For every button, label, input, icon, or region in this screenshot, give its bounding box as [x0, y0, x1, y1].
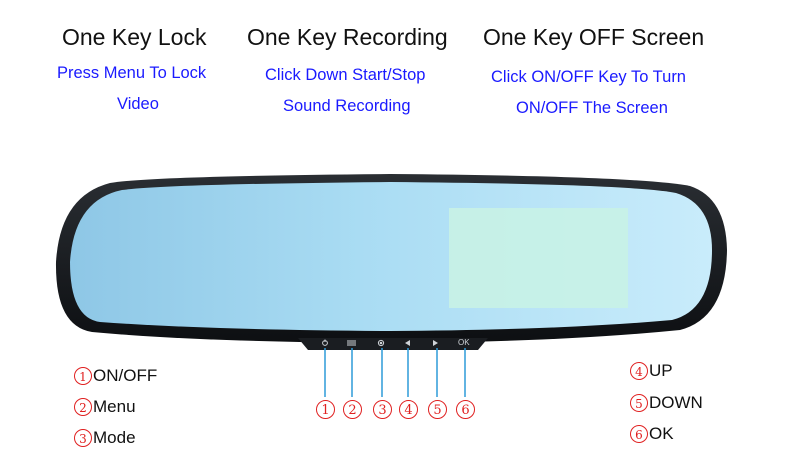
legend-item-up: 4 UP [630, 361, 673, 381]
feature-desc-lock-2: Video [117, 95, 159, 113]
legend-item-menu: 2 Menu [74, 397, 136, 417]
ok-icon: OK [458, 338, 470, 347]
legend-label: DOWN [649, 393, 703, 412]
feature-desc-off-screen-1: Click ON/OFF Key To Turn [491, 68, 686, 86]
feature-desc-lock-1: Press Menu To Lock [57, 64, 207, 82]
feature-title-lock: One Key Lock [62, 24, 207, 50]
legend-label: ON/OFF [93, 366, 158, 385]
legend-num: 3 [74, 429, 92, 447]
power-icon [322, 339, 328, 346]
mode-icon [377, 339, 385, 347]
legend-label: OK [649, 424, 674, 443]
legend-num: 5 [630, 394, 648, 412]
legend-item-mode: 3 Mode [74, 428, 136, 448]
legend-num: 2 [74, 398, 92, 416]
legend-num: 6 [630, 425, 648, 443]
feature-title-recording: One Key Recording [247, 24, 448, 50]
display-screen [449, 208, 628, 308]
feature-desc-recording-2: Sound Recording [283, 97, 411, 115]
feature-desc-off-screen-2: ON/OFF The Screen [516, 99, 668, 117]
down-arrow-icon [433, 340, 438, 346]
callout-4: 4 [399, 400, 418, 419]
callout-2: 2 [343, 400, 362, 419]
legend-label: Mode [93, 428, 136, 447]
legend-item-down: 5 DOWN [630, 393, 703, 413]
legend-item-ok: 6 OK [630, 424, 674, 444]
callout-5: 5 [428, 400, 447, 419]
menu-icon [347, 340, 356, 346]
feature-desc-recording-1: Click Down Start/Stop [265, 66, 426, 84]
button-strip [298, 338, 488, 350]
legend-num: 1 [74, 367, 92, 385]
legend-item-on-off: 1 ON/OFF [74, 366, 157, 386]
feature-title-off-screen: One Key OFF Screen [483, 24, 705, 50]
callout-1: 1 [316, 400, 335, 419]
callout-6: 6 [456, 400, 475, 419]
legend-num: 4 [630, 362, 648, 380]
legend-label: UP [649, 361, 673, 380]
legend-label: Menu [93, 397, 136, 416]
up-arrow-icon [405, 340, 410, 346]
callout-3: 3 [373, 400, 392, 419]
